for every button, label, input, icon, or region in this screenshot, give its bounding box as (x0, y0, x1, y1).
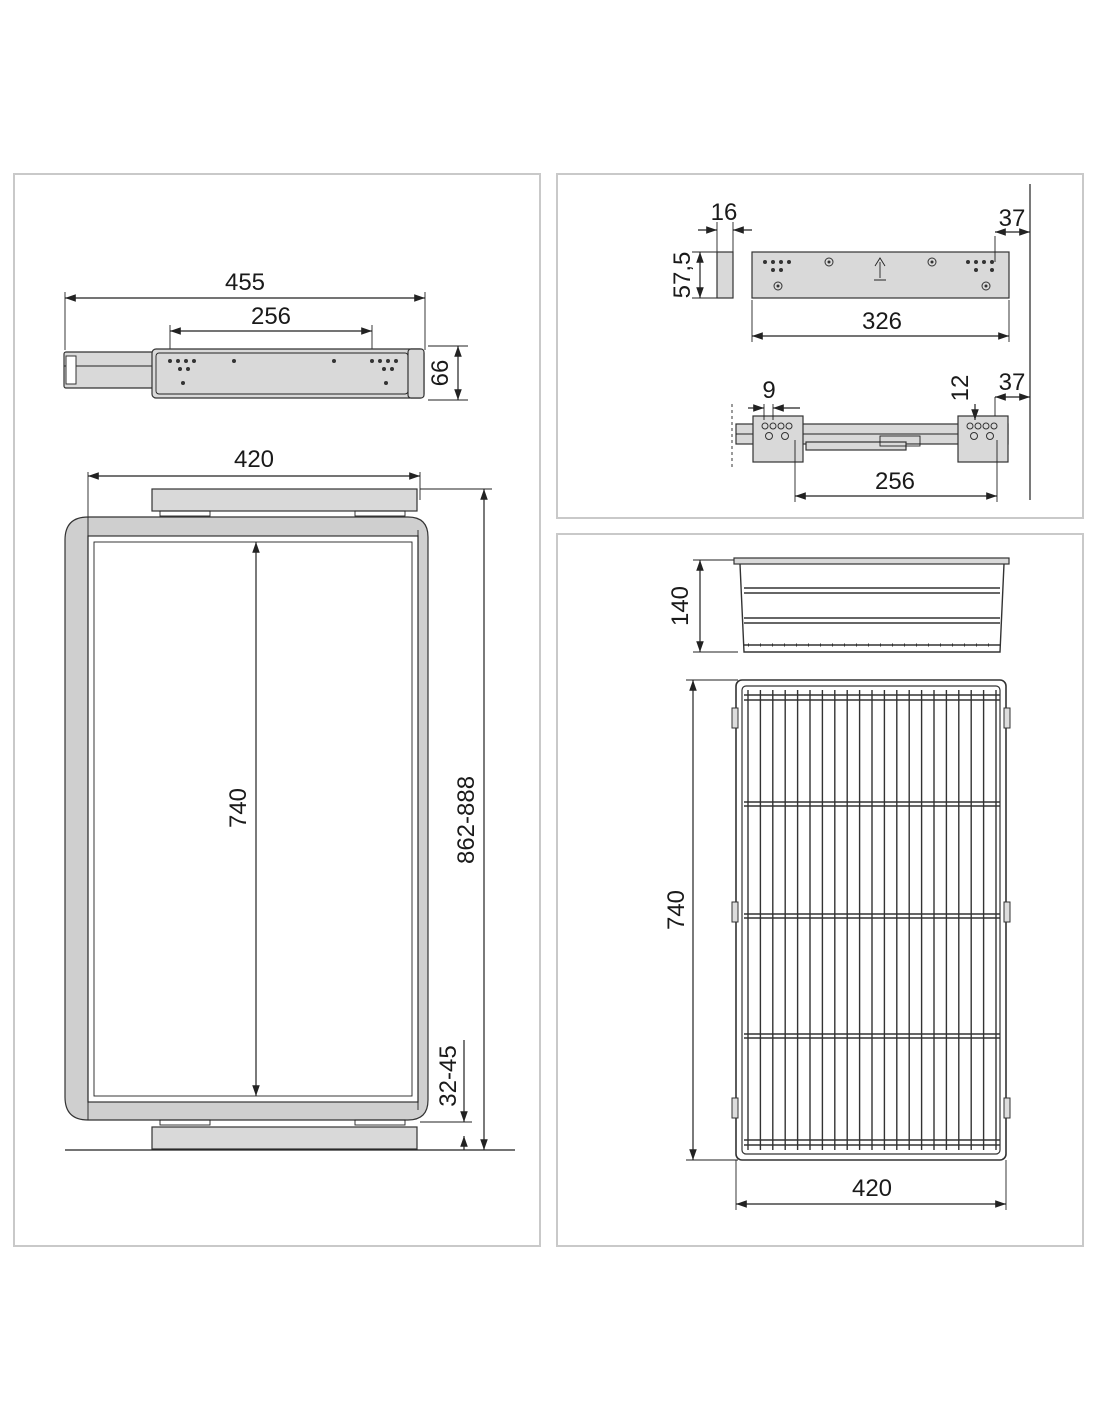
dim-140: 140 (667, 586, 694, 626)
dim-740-basket: 740 (663, 890, 690, 930)
dim-9: 9 (762, 377, 775, 404)
dim-16: 16 (711, 199, 738, 226)
slide-block-left (752, 415, 804, 463)
dim-57-5: 57,5 (669, 252, 696, 299)
top-right-panel (556, 173, 1084, 519)
top-bracket (151, 488, 418, 512)
basket-wires (744, 690, 1000, 1150)
slide-drawing: 9 12 37 256 (731, 369, 1030, 502)
top-view-drawing: 455 256 66 (63, 269, 468, 401)
dim-862-888: 862-888 (453, 776, 480, 864)
dim-256: 256 (251, 303, 291, 330)
dim-420-front: 420 (234, 446, 274, 473)
slide-rail (63, 351, 155, 389)
basket-outline (735, 679, 1007, 1161)
left-panel (13, 173, 541, 1247)
dim-455: 455 (225, 269, 265, 296)
dim-256-slide: 256 (875, 468, 915, 495)
bracket-plate (751, 251, 1010, 299)
dim-420-basket: 420 (852, 1175, 892, 1202)
dim-740-front: 740 (225, 788, 252, 828)
mounting-plate (151, 348, 425, 399)
dim-37-bottom: 37 (999, 369, 1026, 396)
dim-37-top: 37 (999, 205, 1026, 232)
slide-block-right (957, 415, 1009, 463)
dim-32-45: 32-45 (435, 1045, 462, 1106)
bracket-side (716, 251, 734, 299)
basket-top-view: 740 420 (663, 679, 1011, 1210)
bottom-bracket (151, 1126, 418, 1150)
bottom-right-panel (556, 533, 1084, 1247)
dim-326: 326 (862, 308, 902, 335)
front-view-drawing: 420 740 862-888 32-45 (64, 446, 515, 1151)
bracket-drawing: 16 57,5 37 326 (669, 184, 1031, 500)
dim-12: 12 (947, 375, 974, 402)
basket-side-view: 140 (667, 557, 1010, 653)
basket-top-rail (733, 557, 1010, 565)
dim-66: 66 (427, 360, 454, 387)
